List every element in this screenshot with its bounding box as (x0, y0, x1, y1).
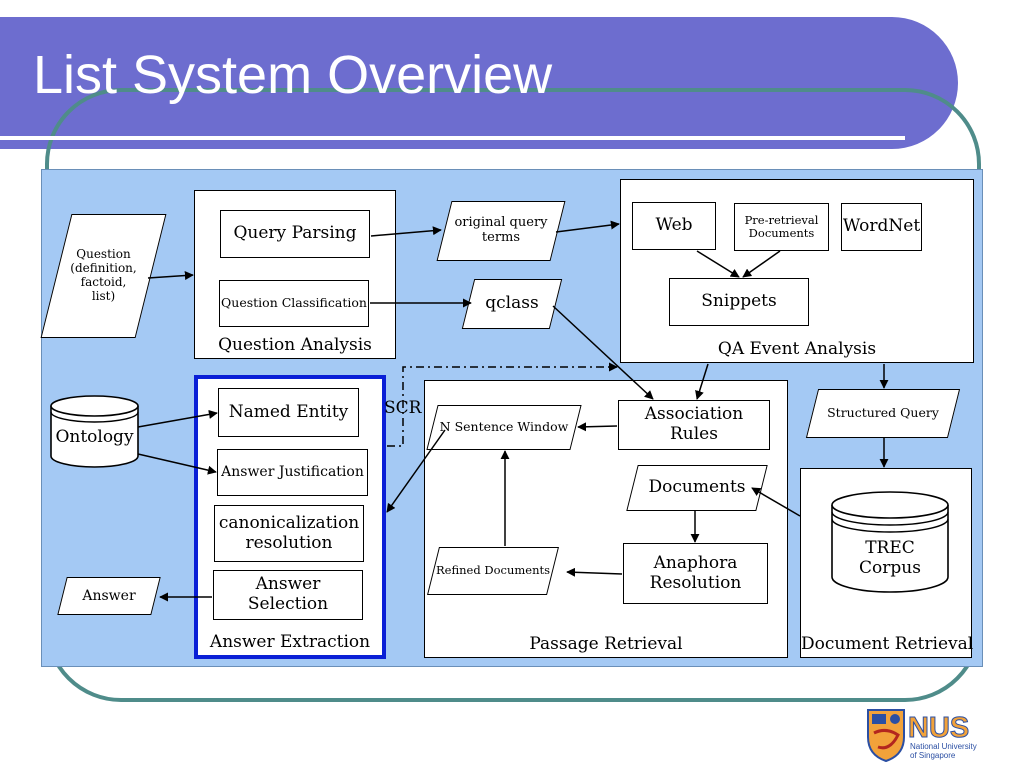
wordnet-box: WordNet (841, 203, 922, 251)
qclass-node: qclass (468, 279, 556, 329)
trec-corpus-cylinder-icon (831, 491, 949, 593)
named-entity-box: Named Entity (218, 388, 359, 437)
structured-query-node: Structured Query (812, 389, 954, 438)
structured-query-label: Structured Query (827, 405, 939, 421)
canonicalization-line-1: canonicalization (218, 512, 360, 533)
canonicalization-line-2: resolution (245, 532, 333, 553)
title-bar (0, 17, 958, 149)
question-analysis-label: Question Analysis (218, 335, 372, 355)
web-box: Web (632, 202, 716, 250)
refined-documents-label: Refined Documents (436, 563, 550, 578)
answer-label: Answer (82, 587, 136, 604)
n-sentence-window-node: N Sentence Window (432, 405, 576, 450)
anaphora-line-2: Resolution (649, 572, 742, 593)
pre-retrieval-line-1: Pre-retrieval (744, 212, 819, 227)
title-underline (0, 136, 905, 140)
refined-documents-node: Refined Documents (433, 547, 553, 595)
pre-retrieval-line-2: Documents (748, 226, 815, 240)
anaphora-line-1: Anaphora (653, 552, 738, 573)
passage-retrieval-label: Passage Retrieval (529, 634, 683, 654)
svg-text:National University: National University (910, 742, 977, 751)
query-parsing-box: Query Parsing (220, 210, 370, 258)
answer-output-node: Answer (62, 577, 156, 615)
original-query-terms-line-1: original query (454, 215, 548, 231)
qa-event-analysis-label: QA Event Analysis (717, 339, 877, 359)
documents-node: Documents (632, 465, 762, 511)
ontology-label: Ontology (55, 427, 134, 447)
answer-justification-box: Answer Justification (217, 449, 368, 496)
trec-line-1: TREC (865, 538, 915, 558)
ontology-cylinder-icon (50, 395, 139, 468)
question-line-2: (definition, (70, 261, 137, 276)
nus-crest-icon: NUS National University of Singapore (867, 709, 977, 763)
trec-corpus-label: TREC Corpus (830, 538, 950, 577)
svg-text:NUS: NUS (908, 712, 969, 744)
question-line-1: Question (76, 247, 131, 262)
svg-text:of Singapore: of Singapore (910, 751, 956, 760)
document-retrieval-label: Document Retrieval (801, 634, 974, 654)
n-sentence-window-label: N Sentence Window (439, 419, 569, 435)
question-line-3: factoid, (80, 275, 127, 289)
ontology-database: Ontology (49, 394, 140, 470)
page-title: List System Overview (33, 45, 553, 105)
original-query-terms-line-2: terms (481, 230, 521, 245)
question-classification-box: Question Classification (219, 280, 369, 327)
association-rules-box: Association Rules (618, 400, 770, 450)
nus-logo: NUS National University of Singapore (864, 707, 984, 767)
question-line-4: list) (91, 288, 116, 303)
question-input-node: Question (definition, factoid, list) (56, 214, 151, 338)
trec-corpus-database: TREC Corpus (830, 489, 950, 595)
trec-line-2: Corpus (859, 557, 921, 578)
scr-label: SCR (384, 398, 422, 418)
documents-label: Documents (648, 477, 746, 498)
qclass-label: qclass (485, 293, 539, 314)
answer-extraction-label: Answer Extraction (209, 632, 371, 652)
snippets-box: Snippets (669, 278, 809, 326)
answer-selection-box: Answer Selection (213, 570, 363, 620)
